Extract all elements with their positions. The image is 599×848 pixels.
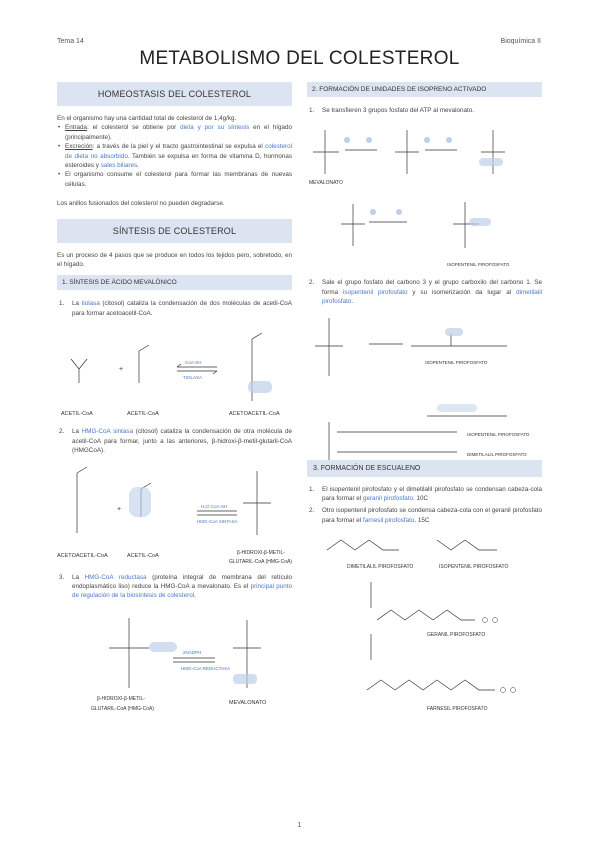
enzyme-label: HMG-CoA REDUCTASA <box>181 666 230 671</box>
sintesis-heading: SÍNTESIS DE COLESTEROL <box>57 218 292 243</box>
molecule-label: β-HIDROXI-β-METIL- <box>237 550 285 556</box>
molecule-label: ACETIL-CoA <box>127 553 159 559</box>
molecule-label: ACETIL-CoA <box>61 411 93 417</box>
molecule-label: MEVALONATO <box>309 180 343 186</box>
molecule-label: GLUTARIL-CoA (HMG-CoA) <box>91 706 154 712</box>
svg-text:CoA-SH: CoA-SH <box>185 360 202 365</box>
molecule-label: GERANIL PIROFOSFATO <box>427 632 485 638</box>
header-topic: Tema 14 <box>57 38 84 45</box>
list-item: 1.El isopentenil pirofosfato y el dimeti… <box>309 485 542 503</box>
list-item: 2.Sale el grupo fosfato del carbono 3 y … <box>309 279 542 306</box>
list-item: 3.La HMG-CoA reductasa (proteína integra… <box>59 573 292 600</box>
svg-text:+: + <box>117 506 121 513</box>
molecule-label: ISOPENTENIL PIROFOSFATO <box>439 564 508 570</box>
escualeno-heading: 3. FORMACIÓN DE ESCUALENO <box>307 459 542 477</box>
hmgcoa-sintasa-diagram: + H₂O CoA-SH HMG-CoA SINTASA ACETOACETIL… <box>57 466 292 565</box>
molecule-label: ISOPENTENIL PIROFOSFATO <box>425 360 488 365</box>
hmgcoa-reductasa-diagram: 2NADPH HMG-CoA REDUCTASA β-HIDROXI-β-MET… <box>91 617 267 712</box>
homeostasis-heading: HOMEOSTASIS DEL COLESTEROL <box>57 82 292 106</box>
highlight-mark <box>248 381 272 394</box>
list-item: 2.La HMG-CoA sintasa (citosol) cataliza … <box>59 428 292 455</box>
molecule-label: DIMETILALIL PIROFOSFATO <box>347 564 413 570</box>
highlight-mark <box>149 641 177 652</box>
molecule-label: β-HIDROXI-β-METIL- <box>97 696 145 702</box>
header-subject: Bioquímica II <box>500 38 541 45</box>
homeostasis-list: Entrada: el colesterol se obtiene por di… <box>57 123 292 189</box>
sintesis-step3: 3.La HMG-CoA reductasa (proteína integra… <box>57 573 292 601</box>
list-item: 2.Otro isopentenil pirofosfato se conden… <box>309 507 542 524</box>
phosphorylation-diagram: MEVALONATO ISOPENTENIL PIROFOSFATO <box>309 130 510 267</box>
svg-text:H₂O CoA-SH: H₂O CoA-SH <box>201 504 227 509</box>
list-item: Entrada: el colesterol se obtiene por di… <box>57 123 292 142</box>
sintesis-intro: Es un proceso de 4 pasos que se produce … <box>57 251 292 269</box>
escualeno-steps: 1.El isopentenil pirofosfato y el dimeti… <box>307 485 542 526</box>
sintesis-step2: 2.La HMG-CoA sintasa (citosol) cataliza … <box>57 427 292 455</box>
left-column: HOMEOSTASIS DEL COLESTEROL En el organis… <box>57 82 292 716</box>
molecule-label: MEVALONATO <box>229 700 267 706</box>
sintesis-step1: 1.La tiolasa (citosol) cataliza la conde… <box>57 299 292 318</box>
isopreno-step2: 2.Sale el grupo fosfato del carbono 3 y … <box>307 278 542 306</box>
molecule-label: DIMETILALIL PIROFOSFATO <box>467 452 527 457</box>
right-column: 2. FORMACIÓN DE UNIDADES DE ISOPRENO ACT… <box>307 82 542 740</box>
molecule-label: ACETIL-CoA <box>127 411 159 417</box>
sintesis-subheading: 1. SÍNTESIS DE ÁCIDO MEVALÓNICO <box>57 275 292 291</box>
tiolasa-reaction-diagram: + CoA-SH TIOLASA ACETIL-CoA ACETIL-CoA A… <box>61 332 280 417</box>
isopreno-subheading: 2. FORMACIÓN DE UNIDADES DE ISOPRENO ACT… <box>307 82 542 97</box>
homeostasis-intro: En el organismo hay una cantidad total d… <box>57 115 237 122</box>
molecule-label: FARNESIL PIROFOSFATO <box>427 706 488 712</box>
molecule-label: ISOPENTENIL PIROFOSFATO <box>467 432 530 437</box>
page-title: METABOLISMO DEL COLESTEROL <box>139 48 460 69</box>
list-item: 1.Se transfieren 3 grupos fosfato del AT… <box>309 107 475 114</box>
list-item: 1.La tiolasa (citosol) cataliza la conde… <box>59 300 292 317</box>
molecule-label: ACETOACETIL-CoA <box>57 553 108 559</box>
highlight-mark <box>233 673 257 684</box>
molecule-label: GLUTARIL-CoA (HMG-CoA) <box>229 559 292 565</box>
enzyme-label: TIOLASA <box>183 375 202 380</box>
molecule-label: ACETOACETIL-CoA <box>229 411 280 417</box>
page-number: 1 <box>297 822 302 829</box>
molecule-label: ISOPENTENIL PIROFOSFATO <box>447 262 510 267</box>
isopreno-step1: 1.Se transfieren 3 grupos fosfato del AT… <box>307 106 542 115</box>
svg-text:2NADPH: 2NADPH <box>183 650 201 655</box>
svg-text:+: + <box>119 366 123 373</box>
isomerization-diagram: ISOPENTENIL PIROFOSFATO ISOPENTENIL PIRO… <box>315 317 530 460</box>
list-item: El organismo consume el colesterol para … <box>57 170 292 189</box>
list-item: Excreción: a través de la piel y el trac… <box>57 142 292 170</box>
highlight-mark <box>129 486 151 517</box>
enzyme-label: HMG-CoA SINTASA <box>197 519 238 524</box>
escualeno-diagram: DIMETILALIL PIROFOSFATO ISOPENTENIL PIRO… <box>326 539 516 712</box>
homeostasis-note: Los anillos fusionados del colesterol no… <box>57 200 225 208</box>
